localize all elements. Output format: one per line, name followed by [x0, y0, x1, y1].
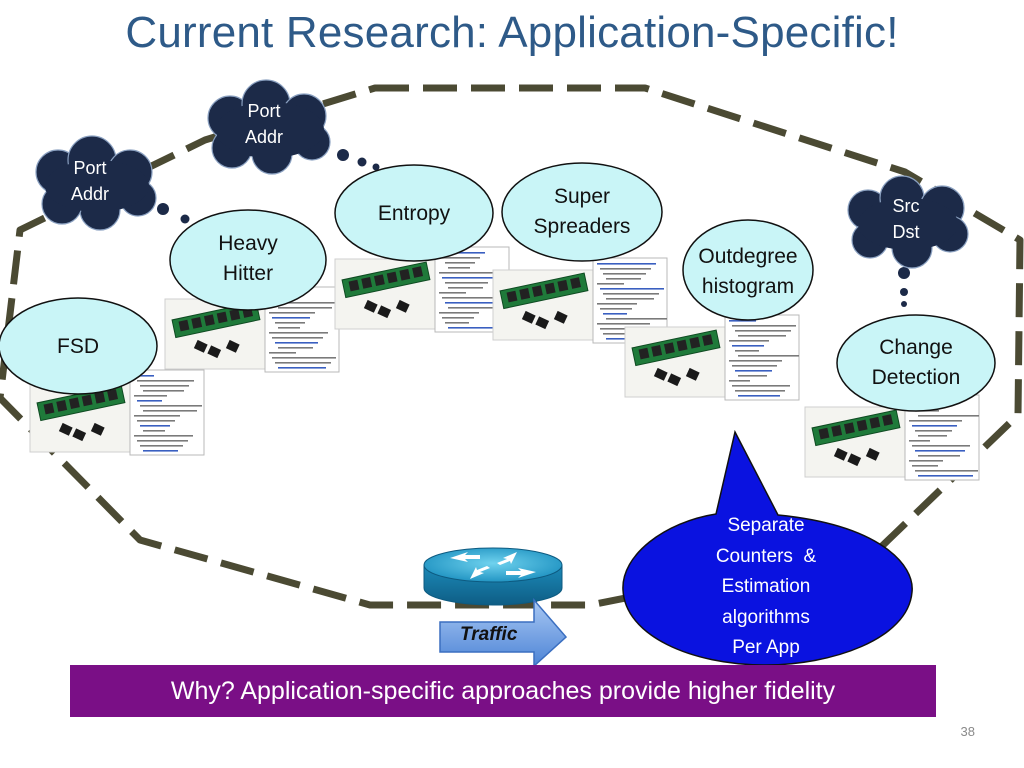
bubble-outdegree-histogram [682, 219, 814, 321]
bubble-change-detection [836, 314, 996, 412]
callout-text: Separate Counters & Estimation algorithm… [715, 515, 817, 658]
slide-title: Current Research: Application-Specific! [125, 8, 899, 57]
cloud-src-dst [847, 175, 969, 269]
cloud-connector-dots-2 [337, 149, 380, 171]
page-number: 38 [960, 724, 975, 739]
thumbnail-2 [164, 286, 340, 373]
cloud-port-addr-2 [207, 79, 331, 175]
footer-banner: Why? Application-specific approaches pro… [70, 665, 936, 717]
bubble-entropy [334, 164, 494, 262]
traffic-label: Traffic [460, 624, 518, 645]
thumbnail-5 [624, 314, 800, 401]
hardware-code-thumbnails [29, 246, 980, 481]
bubble-super-spreaders [501, 162, 663, 262]
dashed-boundary [0, 84, 1024, 609]
cloud-port-addr-1 [35, 135, 157, 231]
bubble-fsd [0, 297, 158, 395]
label-fsd: FSD [57, 335, 99, 358]
bubble-heavy-hitter [169, 209, 327, 311]
thumbnail-1 [29, 369, 205, 456]
cloud-connector-dots-3 [898, 267, 910, 307]
label-entropy: Entropy [377, 202, 451, 225]
traffic-arrow [439, 597, 568, 668]
router-icon [423, 547, 563, 606]
callout-bubble [622, 429, 913, 666]
